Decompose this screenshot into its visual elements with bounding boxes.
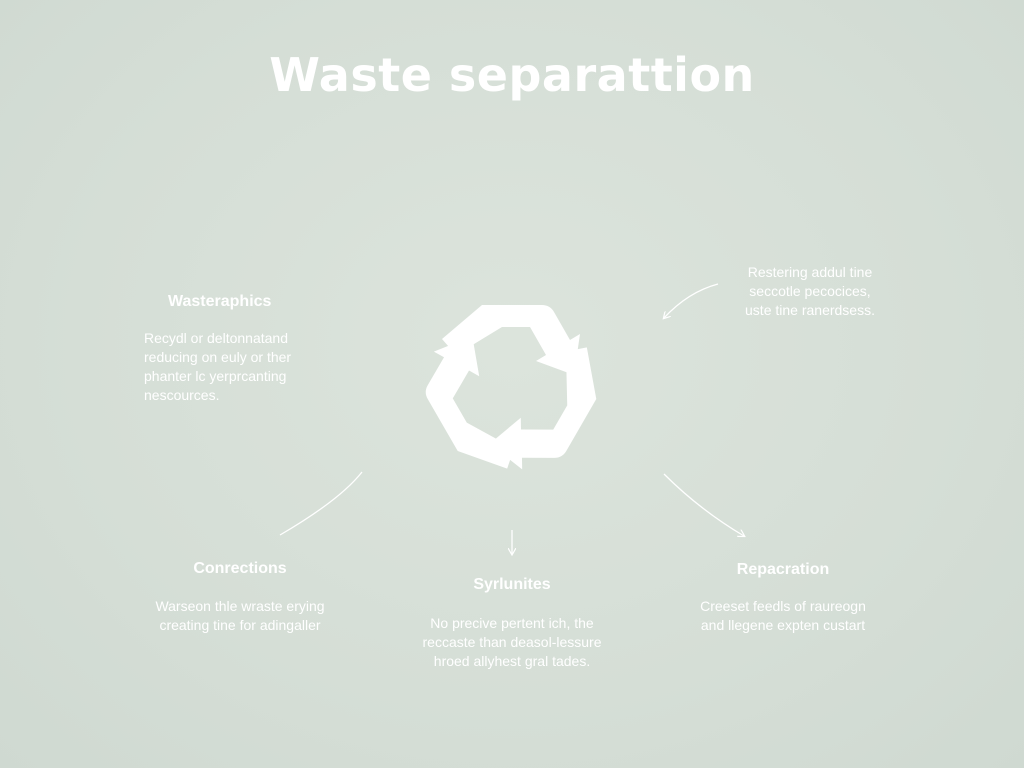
node-text-top-left: Recydl or deltonnatand reducing on euly … [144, 329, 384, 405]
node-text-line: Warseon thle wraste erying [155, 598, 325, 614]
recycle-icon [425, 305, 597, 470]
recycle-arrow-right [489, 347, 597, 470]
node-text-bottom-center: No precive pertent ich, the reccaste tha… [372, 614, 652, 671]
node-text-bottom-right: Creeset feedls of raureogn and llegene e… [663, 597, 903, 635]
node-text-line: Recydl or deltonnatand [144, 330, 288, 346]
node-text-bottom-left: Warseon thle wraste erying creating tine… [120, 597, 360, 635]
node-text-line: reducing on euly or ther [144, 349, 292, 365]
node-text-line: Creeset feedls of raureogn [700, 598, 866, 614]
node-text-line: nescources. [144, 387, 220, 403]
node-text-top-right: Restering addul tine seccotle pecocices,… [720, 263, 900, 320]
node-heading-top-left: Wasteraphics [168, 293, 272, 310]
node-text-line: Restering addul tine [747, 264, 873, 280]
node-text-line: No precive pertent ich, the [430, 615, 594, 631]
connector-bottom-left [279, 471, 363, 536]
node-heading-bottom-center: Syrlunites [473, 576, 551, 593]
node-text-line: hroed allyhest gral tades. [433, 653, 591, 669]
recycle-arrow-left [425, 336, 515, 469]
node-text-line: seccotle pecocices, [749, 283, 871, 299]
node-text-line: phanter lc yerprcanting [144, 368, 287, 384]
node-heading-bottom-right: Repacration [736, 561, 830, 578]
connector-bottom-right [663, 473, 744, 536]
connector-top-right [664, 283, 719, 318]
recycle-arrow-top [442, 305, 580, 375]
page-title: Waste separattion [269, 48, 755, 102]
node-heading-bottom-left: Conrections [193, 560, 287, 577]
node-text-line: reccaste than deasol-lessure [422, 634, 602, 650]
node-text-line: uste tine ranerdsess. [745, 302, 875, 318]
node-text-line: and llegene expten custart [700, 617, 866, 633]
node-text-line: creating tine for adingaller [159, 617, 321, 633]
